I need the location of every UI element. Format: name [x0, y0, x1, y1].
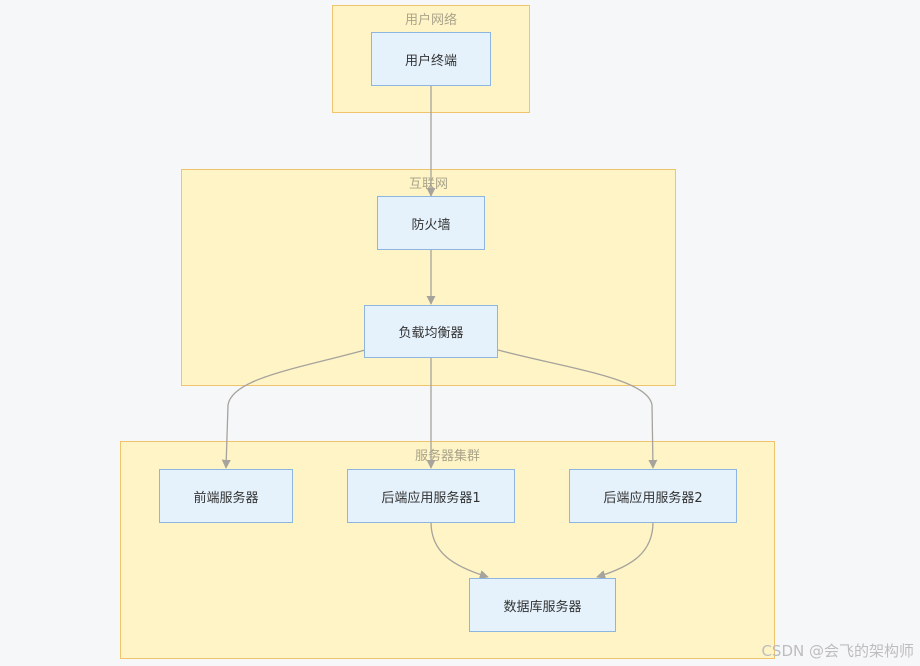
- node-backend-server-1[interactable]: 后端应用服务器1: [347, 469, 515, 523]
- edge-load-balancer-to-backend-server-2: [497, 349, 658, 469]
- watermark: CSDN @会飞的架构师: [761, 642, 914, 660]
- node-user-terminal[interactable]: 用户终端: [371, 32, 491, 86]
- node-backend-server-2[interactable]: 后端应用服务器2: [569, 469, 737, 523]
- node-firewall[interactable]: 防火墙: [377, 196, 485, 250]
- edge-backend-server-2-to-database-server: [596, 521, 654, 579]
- cluster-label: 互联网: [408, 177, 448, 192]
- cluster-label: 用户网络: [404, 13, 457, 28]
- node-frontend-server[interactable]: 前端服务器: [159, 469, 293, 523]
- edge-backend-server-1-to-database-server: [430, 521, 489, 579]
- edge-load-balancer-to-frontend-server: [221, 349, 366, 469]
- node-database-server[interactable]: 数据库服务器: [469, 578, 616, 632]
- node-load-balancer[interactable]: 负载均衡器: [364, 305, 498, 358]
